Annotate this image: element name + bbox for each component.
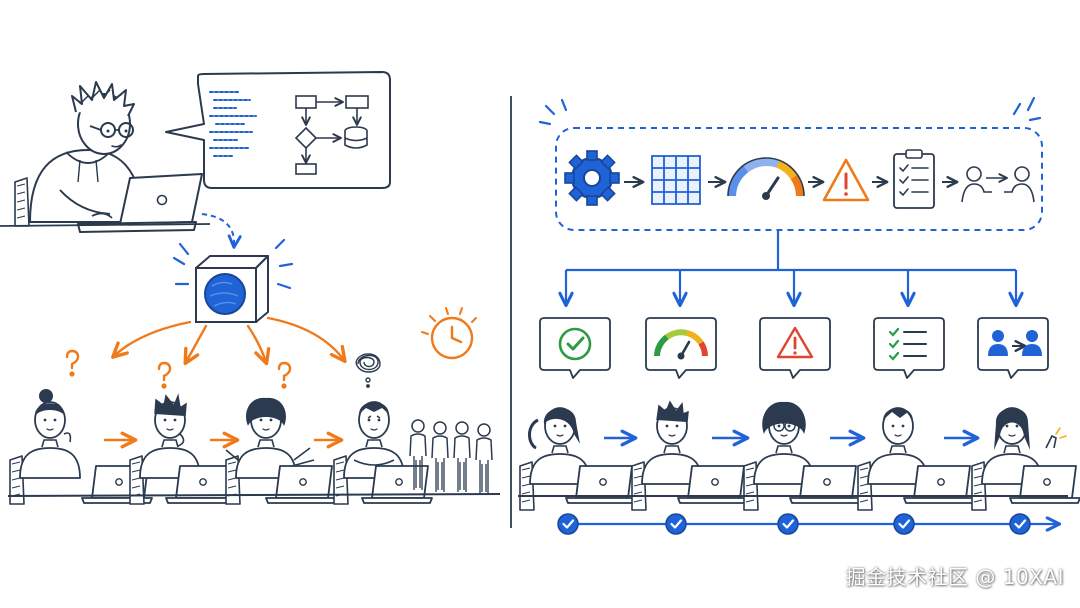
team-member — [631, 400, 749, 511]
team-row-right — [518, 400, 1080, 511]
team-member — [857, 407, 975, 511]
team-member — [225, 397, 337, 505]
progress-track — [556, 512, 1062, 536]
gauge-icon — [727, 157, 805, 200]
progress-check-icon — [664, 512, 688, 536]
warning-triangle-icon — [822, 158, 870, 202]
dashed-arrow-to-box — [201, 213, 242, 249]
progress-check-icon — [1008, 512, 1032, 536]
pipeline-container — [555, 127, 1043, 231]
flowchart-icon — [294, 95, 369, 175]
black-box-cube-icon — [172, 238, 294, 323]
code-lines — [209, 91, 257, 157]
team-member — [971, 407, 1080, 511]
developer-figure — [0, 81, 211, 233]
question-mark-icon — [157, 361, 172, 389]
question-marks — [65, 349, 292, 389]
warning-bubble — [759, 317, 831, 379]
question-mark-icon — [65, 349, 80, 377]
team-member — [9, 389, 153, 505]
watermark-text: 掘金技术社区 @ 10XAI — [845, 565, 1064, 589]
progress-check-icon — [776, 512, 800, 536]
distribution-arrows — [558, 230, 1024, 308]
check-bubble — [539, 317, 611, 379]
grid-table-icon — [651, 155, 701, 205]
handoff-bubble — [977, 317, 1049, 379]
left-panel — [0, 71, 501, 505]
confused-scribble-icon — [355, 353, 381, 388]
warning-triangle-icon — [776, 326, 814, 359]
checklist-icon — [888, 327, 927, 361]
team-member — [129, 393, 237, 505]
waiting-queue — [409, 419, 493, 495]
diverging-arrows — [111, 316, 347, 366]
team-member — [333, 401, 433, 505]
progress-check-icon — [892, 512, 916, 536]
member-bubbles — [539, 317, 1049, 379]
code-speech-bubble — [165, 71, 391, 189]
gear-icon — [564, 150, 620, 206]
handoff-icon — [961, 166, 1035, 203]
clock-icon — [421, 307, 477, 360]
right-panel — [518, 96, 1080, 536]
checklist-bubble — [873, 317, 945, 379]
progress-check-icon — [556, 512, 580, 536]
gauge-bubble — [645, 317, 717, 379]
check-circle-icon — [558, 327, 592, 361]
gauge-icon — [654, 329, 708, 360]
team-member — [519, 407, 637, 511]
checklist-icon — [893, 149, 935, 209]
question-mark-icon — [277, 361, 292, 389]
handoff-icon — [988, 330, 1042, 356]
team-member — [743, 401, 861, 511]
team-row-left — [7, 389, 501, 505]
